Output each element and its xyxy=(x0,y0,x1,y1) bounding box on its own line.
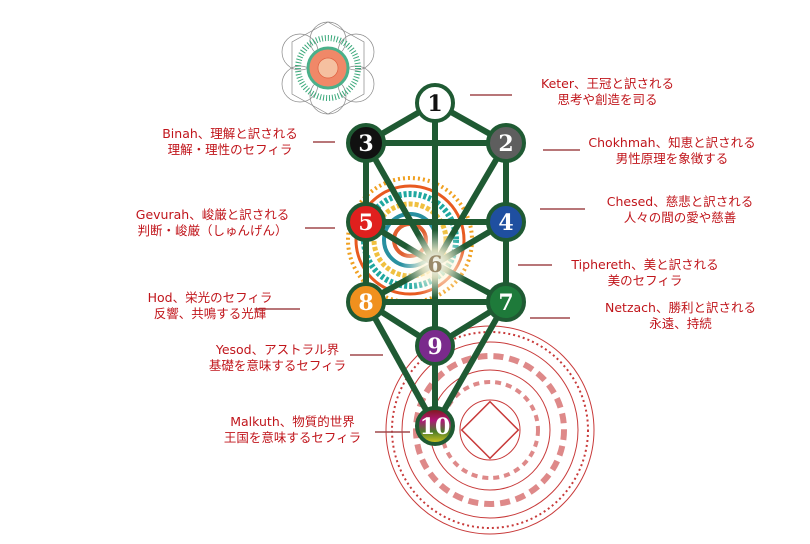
label-line-2: 基礎を意味するセフィラ xyxy=(208,358,347,373)
label-line-2: 男性原理を象徴する xyxy=(615,151,729,166)
metatrons-cube-decoration xyxy=(281,21,375,115)
sephirah-number: 9 xyxy=(427,334,442,360)
path-8-10 xyxy=(363,300,438,428)
sephirah-node-3: 3 xyxy=(346,123,386,163)
sephirah-number: 10 xyxy=(420,414,451,440)
sephirah-node-4: 4 xyxy=(486,202,526,242)
label-binah: Binah、理解と訳される理解・理性のセフィラ xyxy=(150,126,310,158)
sephirah-number: 2 xyxy=(498,131,513,157)
label-line-2: 永遠、持続 xyxy=(649,316,712,331)
label-line-1: Malkuth、物質的世界 xyxy=(230,414,355,429)
label-line-2: 王国を意味するセフィラ xyxy=(223,430,362,445)
label-line-1: Yesod、アストラル界 xyxy=(215,342,340,357)
sephirah-node-9: 9 xyxy=(415,326,455,366)
sephirah-circle xyxy=(415,406,455,446)
sephirah-node-8: 8 xyxy=(346,282,386,322)
sephirah-node-6: 6 xyxy=(427,252,442,278)
sephirah-circle xyxy=(486,123,526,163)
label-line-2: 人々の間の愛や慈善 xyxy=(623,210,737,225)
label-keter: Keter、王冠と訳される思考や創造を司る xyxy=(535,76,680,108)
sephirot-nodes: 1 2 3 4 5 6 7 8 9 10 xyxy=(346,83,526,446)
label-netzach: Netzach、勝利と訳される永遠、持続 xyxy=(593,300,768,332)
label-malkuth: Malkuth、物質的世界王国を意味するセフィラ xyxy=(210,414,375,446)
label-line-1: Netzach、勝利と訳される xyxy=(605,300,756,315)
sephirah-number: 4 xyxy=(498,210,513,236)
sephirah-circle xyxy=(346,202,386,242)
sephirah-circle xyxy=(486,202,526,242)
sephirah-circle xyxy=(486,282,526,322)
label-hod: Hod、栄光のセフィラ反響、共鳴する光輝 xyxy=(130,290,290,322)
sephirah-number: 6 xyxy=(427,252,442,278)
label-line-1: Chokhmah、知恵と訳される xyxy=(588,135,756,150)
sephirah-circle xyxy=(346,123,386,163)
label-tiphereth: Tiphereth、美と訳される美のセフィラ xyxy=(560,257,730,289)
sephirah-node-1: 1 xyxy=(415,83,455,123)
sephirah-node-2: 2 xyxy=(486,123,526,163)
label-gevurah: Gevurah、峻厳と訳される判断・峻厳（しゅんげん） xyxy=(125,207,300,239)
label-chesed: Chesed、慈悲と訳される人々の間の愛や慈善 xyxy=(595,194,765,226)
label-chokhmah: Chokhmah、知恵と訳される男性原理を象徴する xyxy=(582,135,762,167)
sephirah-node-7: 7 xyxy=(486,282,526,322)
sephirah-circle xyxy=(346,282,386,322)
path-7-10 xyxy=(432,300,509,428)
sephirah-number: 5 xyxy=(358,210,373,236)
sephirah-node-10: 10 xyxy=(415,406,455,446)
leader-lines xyxy=(255,94,585,433)
sephirah-number: 1 xyxy=(427,91,442,117)
sephirah-number: 7 xyxy=(498,290,513,316)
label-yesod: Yesod、アストラル界基礎を意味するセフィラ xyxy=(195,342,360,374)
label-line-1: Chesed、慈悲と訳される xyxy=(606,194,754,209)
label-line-1: Gevurah、峻厳と訳される xyxy=(135,207,290,222)
label-line-2: 思考や創造を司る xyxy=(557,92,658,107)
label-line-2: 美のセフィラ xyxy=(607,273,683,288)
tiphereth-glow xyxy=(401,230,469,298)
sephirah-node-5: 5 xyxy=(346,202,386,242)
sephirah-circle xyxy=(415,83,455,123)
label-line-1: Tiphereth、美と訳される xyxy=(571,257,719,272)
sephirah-circle xyxy=(415,326,455,366)
label-line-1: Keter、王冠と訳される xyxy=(541,76,674,91)
label-line-2: 理解・理性のセフィラ xyxy=(167,142,293,157)
sephirah-number: 3 xyxy=(358,131,373,157)
sephirah-number: 8 xyxy=(358,290,373,316)
label-line-2: 判断・峻厳（しゅんげん） xyxy=(137,223,288,238)
label-line-1: Hod、栄光のセフィラ xyxy=(147,290,273,305)
label-line-2: 反響、共鳴する光輝 xyxy=(153,306,267,321)
label-line-1: Binah、理解と訳される xyxy=(162,126,298,141)
